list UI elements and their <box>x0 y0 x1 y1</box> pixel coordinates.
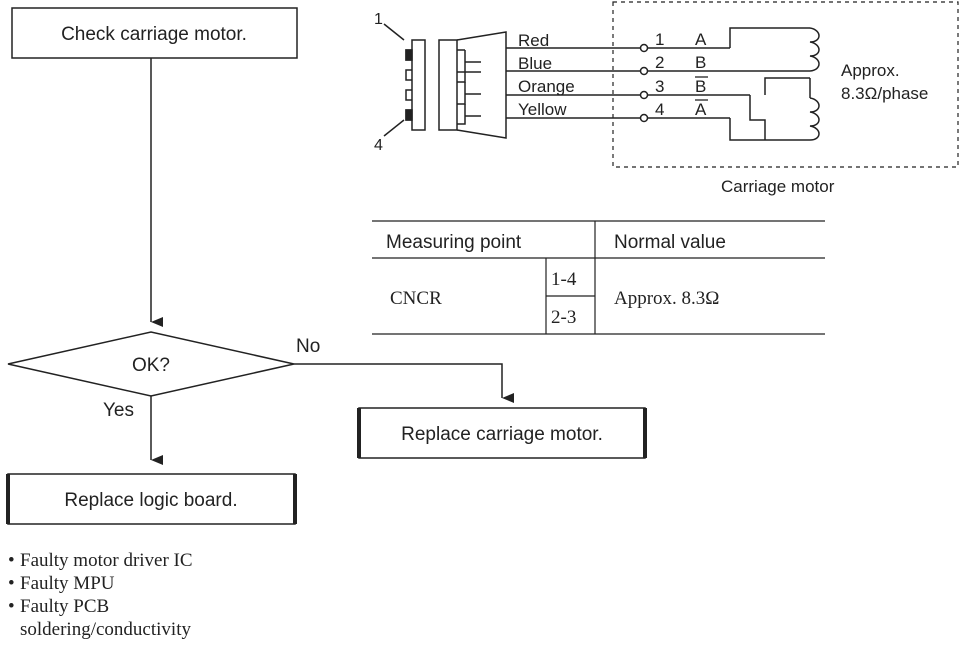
pin-number: 3 <box>655 77 664 96</box>
coil-lower-icon <box>809 97 820 141</box>
cause-item: Faulty PCB <box>20 596 109 617</box>
pin-number: 2 <box>655 53 664 72</box>
replace-logic-board-label: Replace logic board. <box>64 490 237 511</box>
check-carriage-motor-label: Check carriage motor. <box>61 24 247 45</box>
pcb-header-connector <box>405 39 426 131</box>
table-text: Measuring point Normal value CNCR 1-4 2-… <box>386 232 726 328</box>
phase-label: B <box>695 53 706 72</box>
wire-color-label: Red <box>518 31 549 50</box>
cause-bullet: • <box>8 550 15 571</box>
pin-1-label: 1 <box>374 11 383 28</box>
pin-number: 1 <box>655 30 664 49</box>
table-header-normal-value: Normal value <box>614 232 726 253</box>
terminal-circle <box>639 66 649 76</box>
wire-color-label: Yellow <box>518 100 567 119</box>
wire-labels: Red Blue Orange Yellow 1 2 3 4 A B B A A… <box>518 30 928 196</box>
resistance-label: Approx. <box>841 61 900 80</box>
replace-carriage-motor-label: Replace carriage motor. <box>401 424 603 445</box>
table-cell-point: 1-4 <box>551 269 577 290</box>
table-header-measuring-point: Measuring point <box>386 232 522 253</box>
winding-abar-lead <box>729 118 810 141</box>
cause-item: Faulty motor driver IC <box>20 550 193 571</box>
phase-label: B <box>695 77 706 96</box>
phase-label: A <box>695 30 707 49</box>
winding-center-lead <box>764 77 810 95</box>
check-carriage-motor-box: Check carriage motor. <box>11 7 298 59</box>
replace-logic-board-box: Replace logic board. <box>6 473 297 525</box>
carriage-motor-outline <box>612 1 959 168</box>
terminal-circle <box>639 90 649 100</box>
wire-color-label: Blue <box>518 54 552 73</box>
resistance-value: 8.3Ω/phase <box>841 84 928 103</box>
table-cell-cncr: CNCR <box>390 288 442 309</box>
table-cell-point: 2-3 <box>551 307 576 328</box>
pin-number: 4 <box>655 100 664 119</box>
cause-bullet: • <box>8 596 15 617</box>
terminal-circle <box>639 43 649 53</box>
wire-color-label: Orange <box>518 77 575 96</box>
terminal-circle <box>639 113 649 123</box>
no-label: No <box>296 336 320 357</box>
cause-item: soldering/conductivity <box>20 619 191 640</box>
cause-bullet: • <box>8 573 15 594</box>
yes-label: Yes <box>103 400 134 421</box>
flow-arrow-no <box>294 363 514 403</box>
phase-label: A <box>695 100 707 119</box>
table-cell-value: Approx. 8.3Ω <box>614 288 719 309</box>
pin-4-label: 4 <box>374 137 383 154</box>
winding-a-lead <box>729 27 810 48</box>
winding-bbar-lead <box>749 95 766 140</box>
replace-carriage-motor-box: Replace carriage motor. <box>357 407 647 459</box>
connector-diagram: 1 4 <box>374 1 959 168</box>
carriage-motor-label: Carriage motor <box>721 177 835 196</box>
cause-item: Faulty MPU <box>20 573 115 594</box>
measurement-table <box>372 220 825 335</box>
coil-upper-icon <box>809 27 820 72</box>
cable-housing-connector <box>438 31 507 139</box>
pin-1-leader <box>383 23 405 41</box>
ok-decision-diamond: OK? <box>7 331 295 397</box>
pin-4-leader <box>383 119 405 137</box>
causes-list: • Faulty motor driver IC • Faulty MPU • … <box>8 550 193 640</box>
decision-label: OK? <box>132 355 170 376</box>
